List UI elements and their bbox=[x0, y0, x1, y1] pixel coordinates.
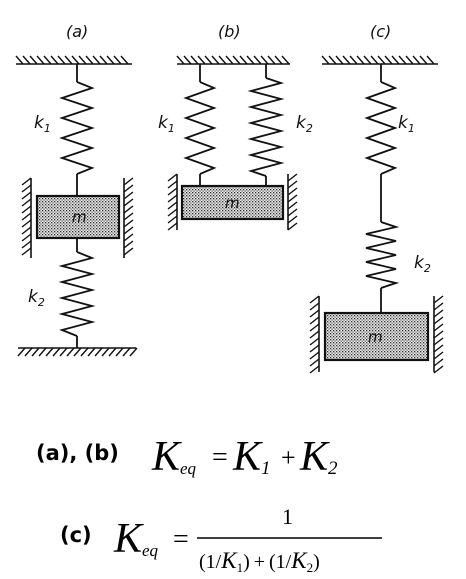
spring-k1-a bbox=[59, 81, 95, 175]
formula-parallel: (a), (b) Keq = K1 + K2 bbox=[36, 434, 338, 480]
parallel-case-label: (a), (b) bbox=[36, 441, 119, 465]
k2-label-a: k2 bbox=[28, 287, 45, 309]
k1-label-a: k1 bbox=[34, 113, 51, 135]
ceiling-a bbox=[15, 55, 132, 65]
case-c-label: (c) bbox=[370, 22, 391, 41]
k1-label-c: k1 bbox=[398, 113, 415, 135]
k1-term-parallel: K1 bbox=[232, 434, 271, 480]
case-a-label: (a) bbox=[66, 22, 88, 41]
spring-k2-a bbox=[58, 251, 96, 337]
mass-label-c: m bbox=[368, 328, 383, 346]
mass-block-c bbox=[323, 311, 430, 362]
spring-k2-c bbox=[365, 221, 400, 289]
series-case-label: (c) bbox=[60, 523, 92, 547]
case-b-label: (b) bbox=[218, 22, 241, 41]
keq-symbol-parallel: Keq bbox=[151, 434, 197, 480]
k2-term-parallel: K2 bbox=[299, 434, 338, 480]
mass-label-b: m bbox=[225, 194, 240, 212]
plus-sign-parallel: + bbox=[281, 443, 296, 472]
ceiling-b bbox=[176, 55, 290, 65]
floor-a bbox=[17, 347, 138, 357]
spring-k2-b bbox=[247, 77, 285, 177]
mass-block-b bbox=[180, 184, 285, 221]
equals-sign-parallel: = bbox=[212, 442, 228, 473]
mass-block-a bbox=[35, 194, 121, 240]
numerator-one: 1 bbox=[282, 504, 293, 529]
diagram-a: (a) k1 m k2 bbox=[15, 22, 138, 357]
denominator: (1/K1)+(1/K2) bbox=[199, 548, 320, 575]
k2-label-c: k2 bbox=[414, 253, 431, 275]
diagram-b: (b) k1 k2 m bbox=[158, 22, 313, 231]
k2-label-b: k2 bbox=[296, 113, 313, 135]
equals-sign-series: = bbox=[173, 524, 189, 555]
spring-k1-c bbox=[364, 81, 398, 175]
mass-label-a: m bbox=[72, 208, 87, 226]
diagram-c: (c) k1 k2 m bbox=[309, 22, 444, 374]
k1-label-b: k1 bbox=[158, 113, 175, 135]
spring-k1-b bbox=[183, 81, 217, 175]
ceiling-c bbox=[321, 55, 438, 65]
keq-symbol-series: Keq bbox=[113, 516, 159, 562]
formula-series: (c) Keq = 1 (1/K1)+(1/K2) bbox=[60, 504, 382, 575]
